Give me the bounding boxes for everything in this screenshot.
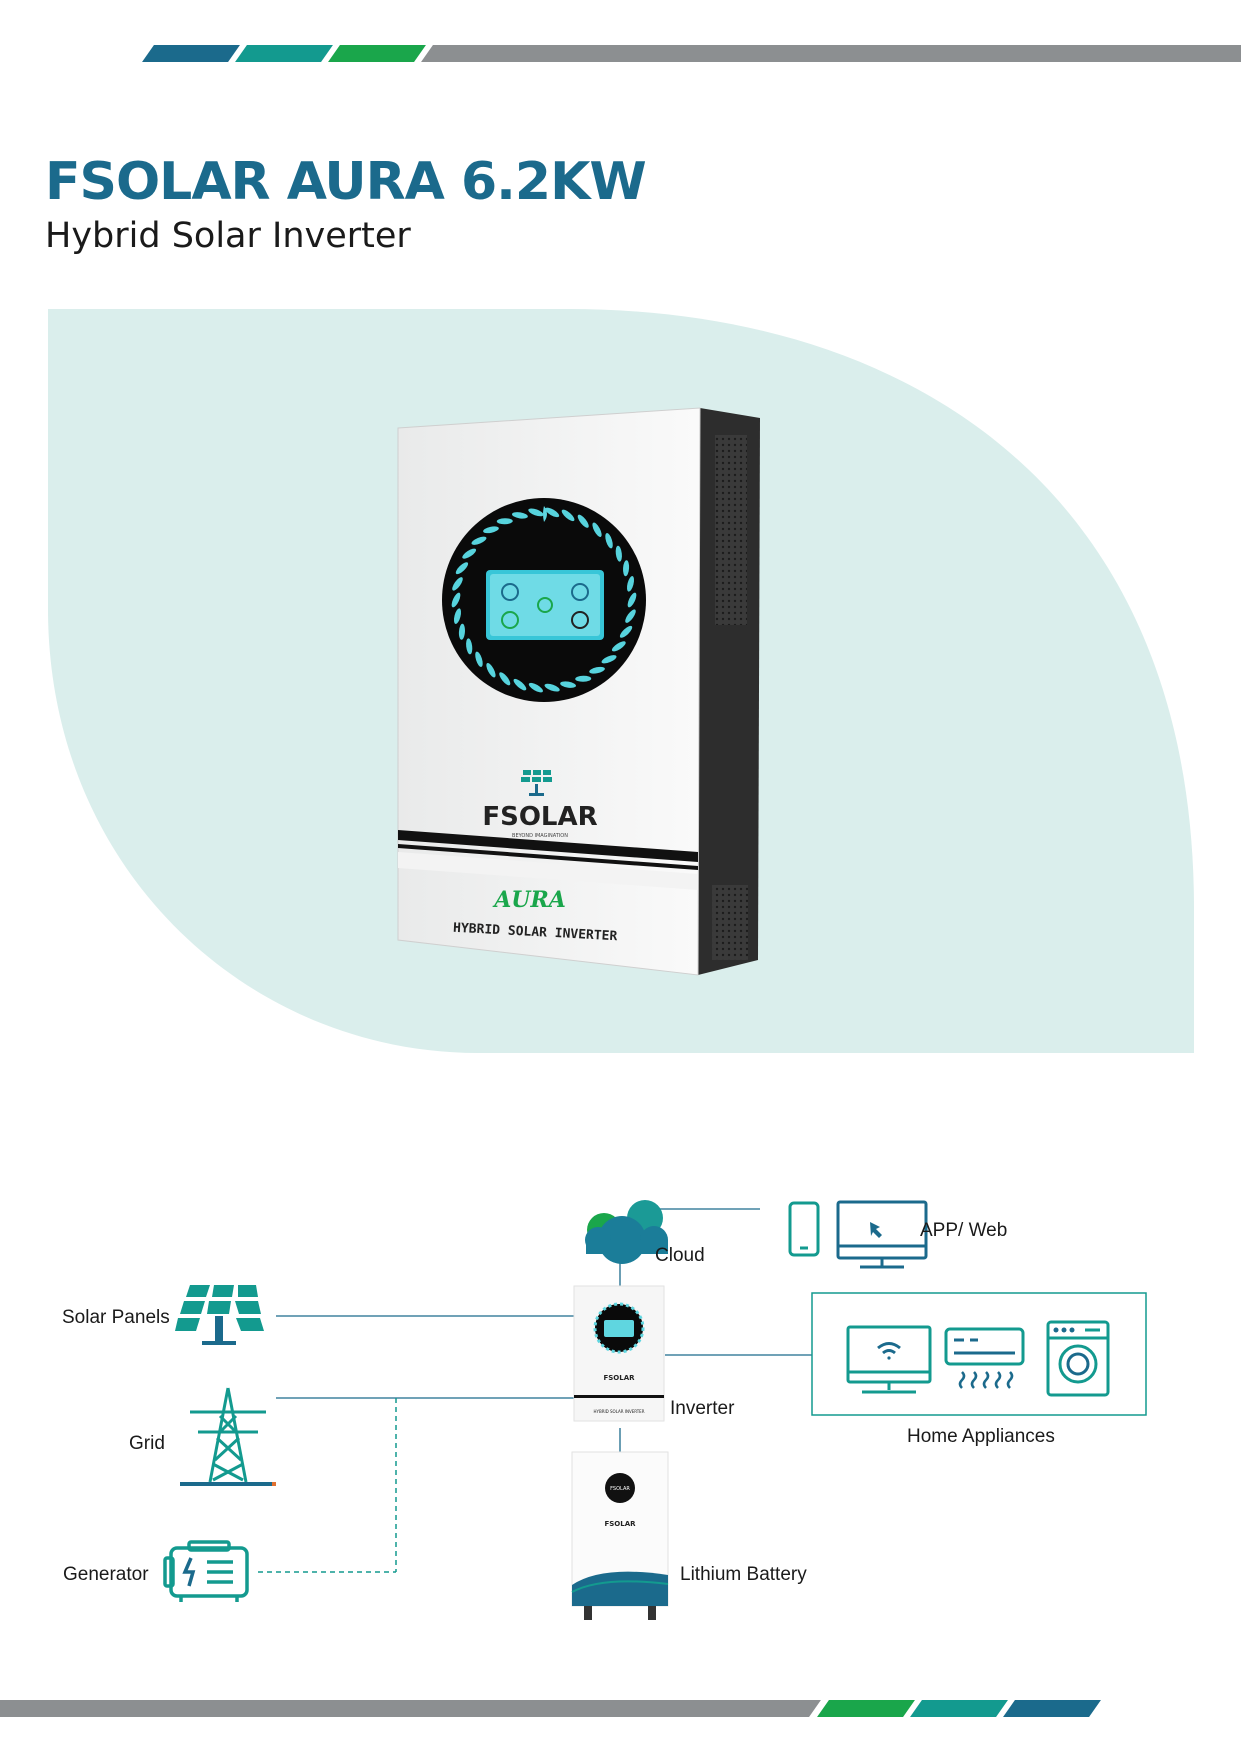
tv-icon	[846, 1325, 932, 1394]
page-subtitle: Hybrid Solar Inverter	[45, 216, 411, 256]
ring-dashes	[451, 507, 637, 693]
air-conditioner-icon	[944, 1327, 1025, 1389]
inverter-series-name: AURA	[492, 887, 566, 913]
lithium-battery-image: FSOLAR FSOLAR	[571, 1451, 669, 1620]
stripe-gray	[421, 45, 1241, 62]
system-diagram: FSOLAR HYBRID SOLAR INVERTER FSOLAR FSO	[163, 1200, 1147, 1620]
home-appliances-box	[811, 1292, 1147, 1416]
stripe-blue-bottom	[1003, 1700, 1101, 1717]
battery-brand: FSOLAR	[604, 1520, 636, 1528]
stripe-blue	[142, 45, 240, 62]
label-grid: Grid	[129, 1433, 165, 1454]
pylon-icon	[180, 1387, 276, 1486]
top-stripe-bar	[0, 45, 1241, 62]
stripe-teal	[235, 45, 333, 62]
generator-icon	[163, 1540, 249, 1602]
label-app-web: APP/ Web	[920, 1220, 1008, 1241]
washing-machine-icon	[1046, 1320, 1110, 1397]
label-cloud: Cloud	[655, 1245, 705, 1266]
bottom-stripe-bar	[0, 1700, 1241, 1717]
inverter-product-image: FSOLAR BEYOND IMAGINATION AURA HYBRID SO…	[397, 407, 760, 976]
inverter-logo-tagline: BEYOND IMAGINATION	[512, 833, 568, 839]
stripe-gray-bottom	[0, 1700, 821, 1717]
label-home-appliances: Home Appliances	[907, 1426, 1055, 1447]
mini-inverter-brand: FSOLAR	[603, 1374, 635, 1382]
label-inverter: Inverter	[670, 1398, 735, 1419]
inverter-logo-text: FSOLAR	[482, 802, 597, 832]
stripe-green-bottom	[817, 1700, 915, 1717]
page-title: FSOLAR AURA 6.2KW	[45, 152, 647, 212]
label-generator: Generator	[63, 1564, 149, 1585]
svg-text:FSOLAR: FSOLAR	[610, 1486, 630, 1492]
stripe-teal-bottom	[910, 1700, 1008, 1717]
mini-inverter-image: FSOLAR HYBRID SOLAR INVERTER	[573, 1285, 665, 1422]
phone-icon	[788, 1201, 820, 1257]
label-solar-panels: Solar Panels	[62, 1307, 170, 1328]
mini-inverter-label: HYBRID SOLAR INVERTER	[594, 1409, 645, 1414]
solar-panel-icon	[175, 1285, 264, 1345]
label-lithium-battery: Lithium Battery	[680, 1564, 807, 1585]
stripe-green	[328, 45, 426, 62]
cloud-icon	[585, 1200, 668, 1264]
monitor-icon	[836, 1200, 928, 1269]
